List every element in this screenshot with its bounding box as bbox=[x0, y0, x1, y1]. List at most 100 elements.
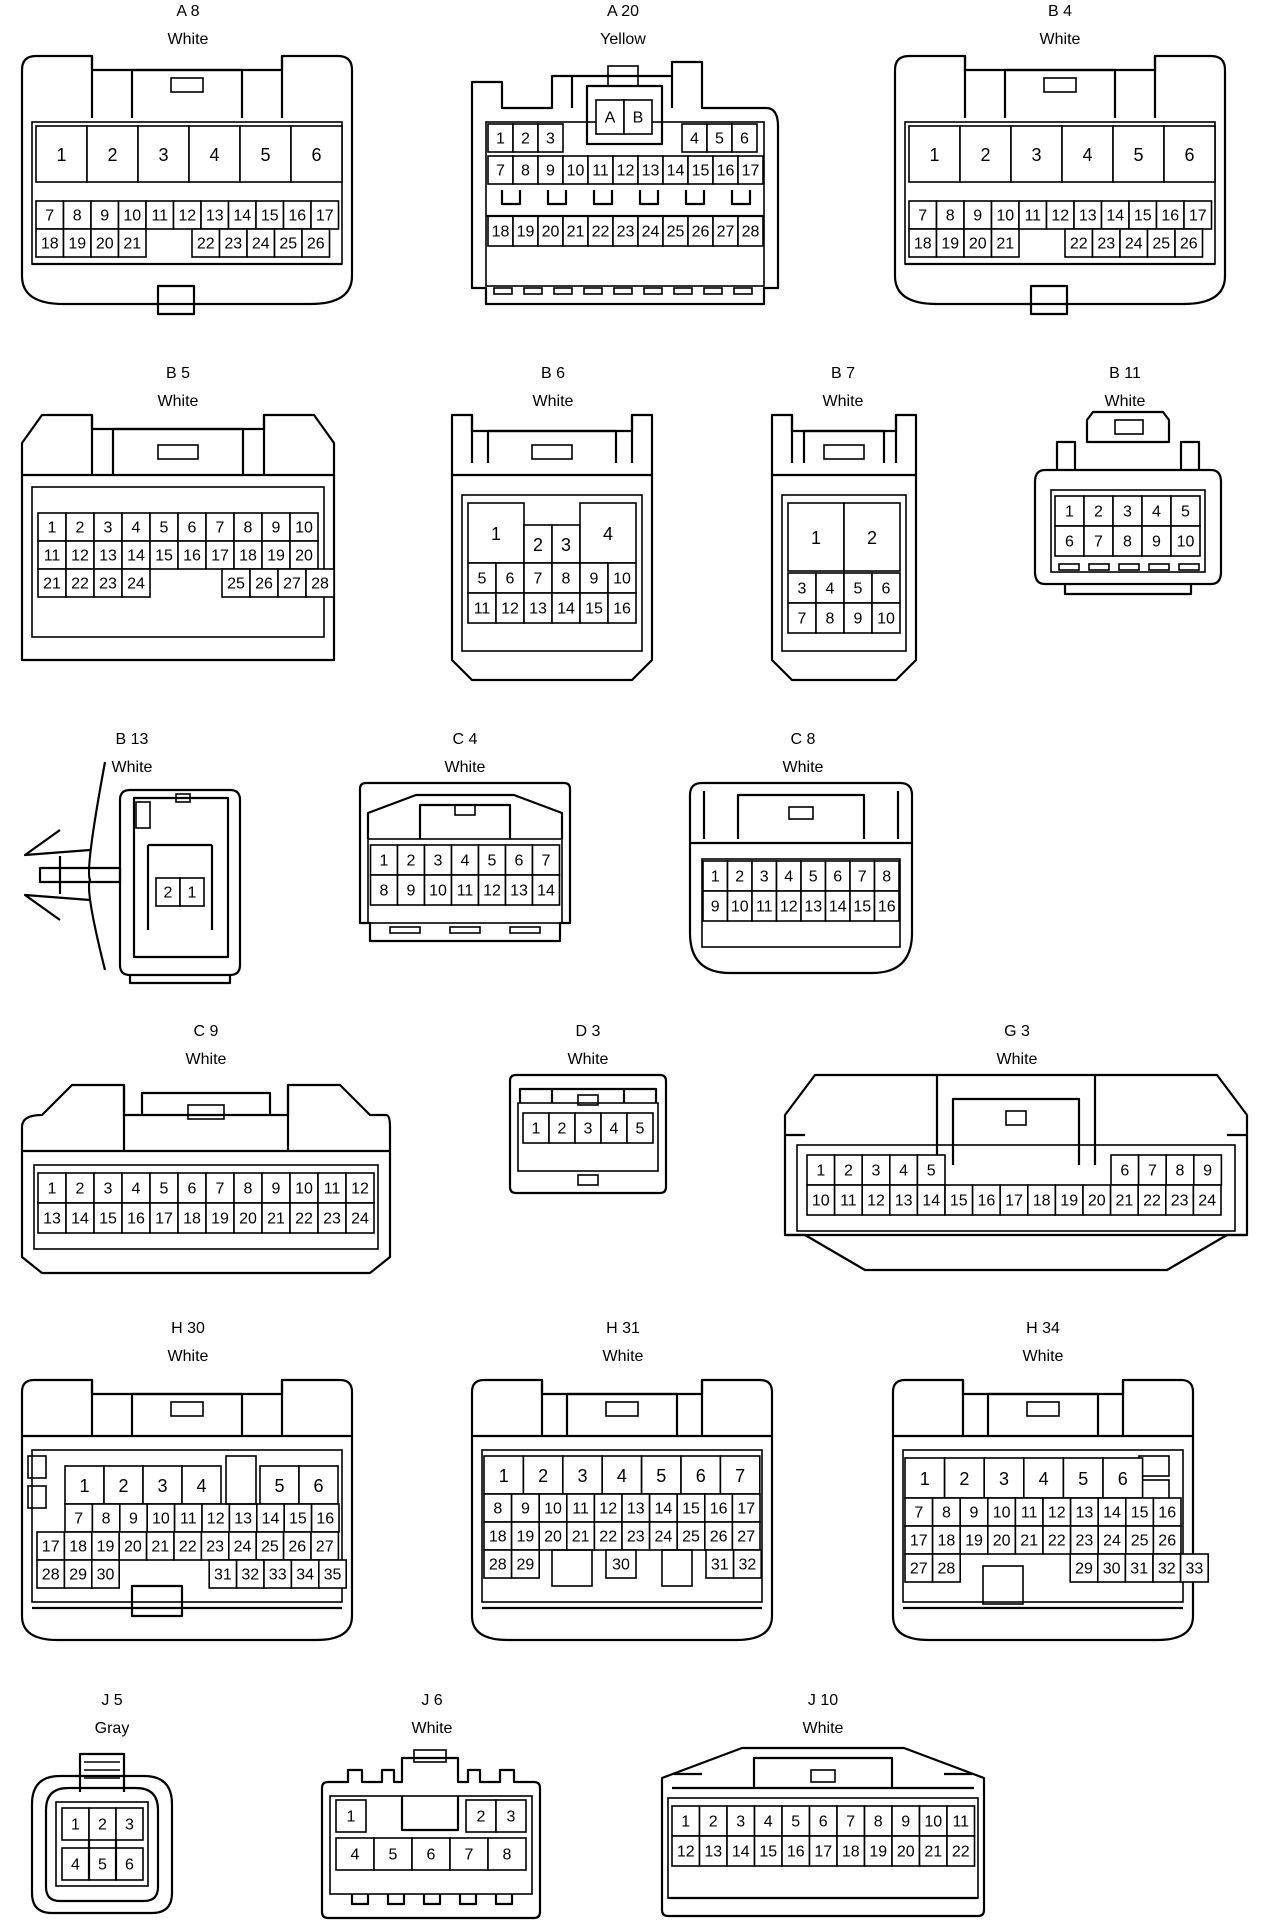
housing-part bbox=[1118, 563, 1140, 571]
pin-number: 5 bbox=[160, 1181, 169, 1198]
pin-cell: 1 bbox=[369, 844, 399, 876]
pin-cell-box bbox=[873, 860, 900, 892]
pin-cell: 17 bbox=[731, 1493, 761, 1523]
pin-cell: 11 bbox=[37, 540, 67, 570]
housing-outline bbox=[660, 1746, 986, 1918]
pin-number: 9 bbox=[272, 1181, 281, 1198]
pin-cell-box bbox=[65, 512, 95, 542]
pin-number: 7 bbox=[465, 1847, 474, 1864]
pin-cell: 7 bbox=[1137, 1154, 1167, 1186]
housing-outline bbox=[550, 1089, 626, 1103]
pin-number: 11 bbox=[952, 1814, 969, 1831]
pin-number: 32 bbox=[1158, 1561, 1176, 1578]
pin-cell: 12 bbox=[477, 874, 507, 906]
pin-cell-box bbox=[301, 228, 331, 258]
pin-number: 8 bbox=[826, 611, 835, 628]
pin-cell-box bbox=[537, 123, 564, 153]
pin-number: 13 bbox=[234, 1511, 252, 1528]
pin-cell-box bbox=[181, 1465, 222, 1505]
pin-number: 33 bbox=[1186, 1561, 1204, 1578]
pin-cell-box bbox=[1119, 228, 1149, 258]
pin-number: 9 bbox=[970, 1505, 979, 1522]
pin-cell: 11 bbox=[833, 1184, 863, 1216]
pin-cell: 14 bbox=[531, 874, 561, 906]
pin-number: 27 bbox=[717, 224, 735, 241]
pin-cell: 17 bbox=[808, 1835, 838, 1867]
pin-number: 4 bbox=[196, 1476, 206, 1496]
housing-part bbox=[982, 1565, 1024, 1605]
connector-id: B 6 bbox=[541, 365, 565, 382]
pin-cell: 34 bbox=[290, 1559, 320, 1589]
connector-color: White bbox=[1040, 31, 1081, 48]
pin-cell: 15 bbox=[149, 540, 179, 570]
pin-cell: 7 bbox=[719, 1455, 761, 1495]
pin-cell: 2 bbox=[65, 512, 95, 542]
pin-cell-box bbox=[1061, 125, 1114, 183]
pin-number: 5 bbox=[274, 1476, 284, 1496]
pin-cell: 7 bbox=[487, 155, 514, 185]
housing-part bbox=[1178, 563, 1200, 571]
pin-number: 32 bbox=[739, 1557, 757, 1574]
pin-cell: 14 bbox=[255, 1503, 285, 1533]
pin-cell: 14 bbox=[551, 592, 581, 624]
pin-number: 2 bbox=[1094, 504, 1103, 521]
pin-number: 21 bbox=[996, 236, 1014, 253]
pin-number: 1 bbox=[48, 520, 57, 537]
pin-number: 4 bbox=[899, 1163, 908, 1180]
pin-cell-box bbox=[239, 125, 292, 183]
pin-cell-box bbox=[726, 890, 753, 922]
pin-number: 3 bbox=[546, 131, 555, 148]
pin-cell: 12 bbox=[345, 1172, 375, 1204]
pin-number: 7 bbox=[496, 163, 505, 180]
pin-number: 19 bbox=[517, 1529, 535, 1546]
pin-number: 13 bbox=[99, 548, 117, 565]
pin-number: 27 bbox=[283, 576, 301, 593]
pin-cell: 2 bbox=[959, 125, 1012, 183]
pin-number: 5 bbox=[160, 520, 169, 537]
pin-cell-box bbox=[732, 1549, 762, 1579]
pin-cell: 24 bbox=[246, 228, 276, 258]
pin-cell-box bbox=[487, 123, 514, 153]
housing-outline bbox=[500, 190, 522, 206]
pin-cell: 11 bbox=[1018, 200, 1048, 230]
pin-number: 8 bbox=[380, 883, 389, 900]
pin-number: 2 bbox=[867, 528, 877, 548]
pin-cell: 12 bbox=[201, 1503, 231, 1533]
pin-cell: 24 bbox=[1192, 1184, 1222, 1216]
pin-cell: 13 bbox=[637, 155, 664, 185]
pin-cell: 14 bbox=[824, 890, 851, 922]
pin-number: 12 bbox=[1048, 1505, 1066, 1522]
pin-cell: 6 bbox=[808, 1805, 838, 1837]
pin-cell: 15 bbox=[255, 200, 285, 230]
housing-part bbox=[1148, 563, 1170, 571]
pin-number: 7 bbox=[1094, 534, 1103, 551]
housing-part bbox=[1026, 1401, 1060, 1417]
pin-number: 18 bbox=[914, 236, 932, 253]
pin-number: 9 bbox=[521, 1501, 530, 1518]
pin-number: 13 bbox=[895, 1193, 913, 1210]
pin-cell: 21 bbox=[990, 228, 1020, 258]
pin-cell: 8 bbox=[62, 200, 92, 230]
pin-number: 4 bbox=[690, 131, 699, 148]
connector-id: B 13 bbox=[116, 731, 149, 748]
pin-number: 3 bbox=[760, 869, 769, 886]
connector-id: B 7 bbox=[831, 365, 855, 382]
pin-cell: 4 bbox=[888, 1154, 919, 1186]
pin-cell: 18 bbox=[908, 228, 938, 258]
pin-cell-box bbox=[121, 568, 151, 598]
pin-cell: 3 bbox=[726, 1805, 756, 1837]
pin-cell-box bbox=[731, 123, 758, 153]
housing-outline bbox=[130, 68, 244, 118]
housing-outline bbox=[87, 761, 107, 971]
pin-cell: 2 bbox=[698, 1805, 728, 1837]
pin-cell: 21 bbox=[37, 568, 67, 598]
pin-number: 2 bbox=[407, 853, 416, 870]
pin-cell: 16 bbox=[1155, 200, 1185, 230]
connector-id: C 9 bbox=[194, 1023, 219, 1040]
